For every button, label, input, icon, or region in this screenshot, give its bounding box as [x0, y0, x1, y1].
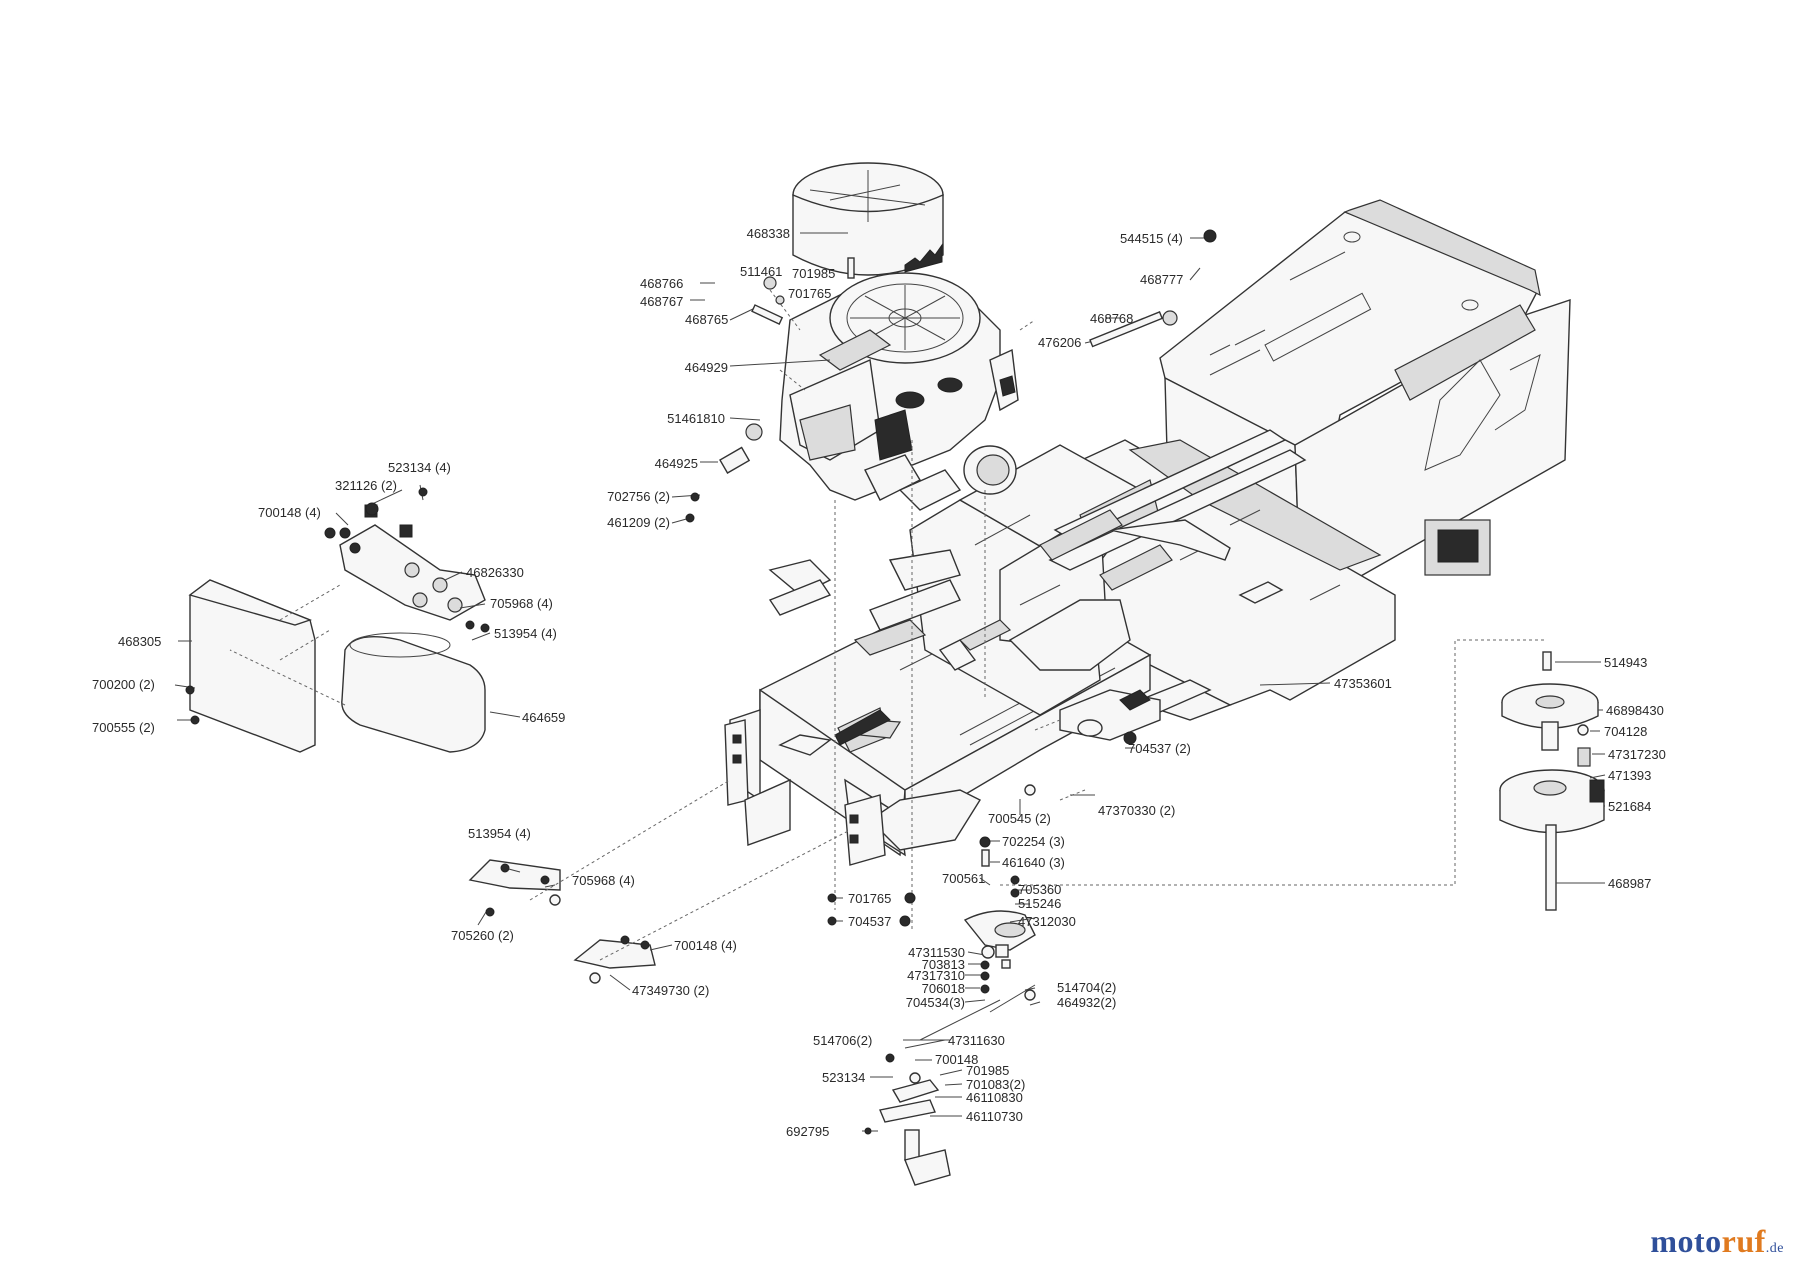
label-514943: 514943 [1604, 655, 1647, 670]
label-704537-2: 704537 (2) [1128, 741, 1191, 756]
label-47317230: 47317230 [1608, 747, 1666, 762]
label-47370330: 47370330 (2) [1098, 803, 1175, 818]
label-46110730: 46110730 [966, 1109, 1023, 1124]
label-47349730: 47349730 (2) [632, 983, 709, 998]
label-468777: 468777 [1140, 272, 1183, 287]
label-701765-top: 701765 [788, 286, 831, 301]
label-700200: 700200 (2) [92, 677, 155, 692]
label-704534: 704534(3) [906, 995, 965, 1010]
main-frame [724, 199, 1571, 866]
label-476206: 476206 [1038, 335, 1081, 350]
label-701083: 701083(2) [966, 1077, 1025, 1092]
label-513954-4-top: 513954 (4) [494, 626, 557, 641]
label-706018: 706018 [922, 981, 965, 996]
logo-part-moto: moto [1650, 1223, 1722, 1259]
watermark-logo: motoruf.de [1650, 1223, 1784, 1260]
fasteners [185, 229, 1217, 1135]
label-468767: 468767 [640, 294, 683, 309]
label-705360: 705360 [1018, 882, 1061, 897]
label-468338: 468338 [747, 226, 790, 241]
label-471393: 471393 [1608, 768, 1651, 783]
muffler-group [188, 504, 486, 753]
label-704128: 704128 [1604, 724, 1647, 739]
label-46898430: 46898430 [1606, 703, 1664, 718]
label-47353601: 47353601 [1334, 676, 1392, 691]
label-704537-mid: 704537 [848, 914, 891, 929]
label-513954-4-low: 513954 (4) [468, 826, 531, 841]
logo-tld: .de [1765, 1241, 1784, 1256]
label-701985-low: 701985 [966, 1063, 1009, 1078]
logo-part-ruf: ruf [1721, 1223, 1766, 1259]
label-515246: 515246 [1018, 896, 1061, 911]
label-703813: 703813 [922, 957, 965, 972]
label-701765-mid: 701765 [848, 891, 891, 906]
label-700148-4-low: 700148 (4) [674, 938, 737, 953]
label-705260: 705260 (2) [451, 928, 514, 943]
engine-assembly [779, 272, 1019, 511]
label-702756: 702756 (2) [607, 489, 670, 504]
label-523134-4: 523134 (4) [388, 460, 451, 475]
label-705968-4-low: 705968 (4) [572, 873, 635, 888]
label-468305: 468305 [118, 634, 161, 649]
label-468987: 468987 [1608, 876, 1651, 891]
assembly-lines [229, 289, 1545, 961]
label-521684: 521684 [1608, 799, 1651, 814]
label-468765: 468765 [685, 312, 728, 327]
label-692795: 692795 [786, 1124, 829, 1139]
lower-linkage [468, 859, 1036, 1186]
air-filter-cover [792, 162, 944, 276]
label-464925: 464925 [655, 456, 698, 471]
part-labels: 468338 544515 (4) 468777 511461 701985 4… [92, 226, 1666, 1139]
label-700561: 700561 [942, 871, 985, 886]
label-511461: 511461 [740, 264, 782, 279]
label-47311630: 47311630 [948, 1033, 1005, 1048]
label-47311530: 47311530 [908, 945, 965, 960]
label-51461810: 51461810 [667, 411, 725, 426]
label-514704: 514704(2) [1057, 980, 1116, 995]
label-468768: 468768 [1090, 311, 1133, 326]
label-701985-top: 701985 [792, 266, 835, 281]
label-46826330: 46826330 [466, 565, 524, 580]
label-464659: 464659 [522, 710, 565, 725]
label-705968-4-top: 705968 (4) [490, 596, 553, 611]
label-523134: 523134 [822, 1070, 865, 1085]
label-321126: 321126 (2) [335, 478, 397, 493]
label-468766: 468766 [640, 276, 683, 291]
label-47317310: 47317310 [907, 968, 965, 983]
label-464929: 464929 [685, 360, 728, 375]
label-700148-low: 700148 [935, 1052, 978, 1067]
label-544515: 544515 (4) [1120, 231, 1183, 246]
pto-clutch-group [1499, 651, 1605, 911]
label-514706: 514706(2) [813, 1033, 872, 1048]
label-46110830: 46110830 [966, 1090, 1023, 1105]
label-702254: 702254 (3) [1002, 834, 1065, 849]
label-461209: 461209 (2) [607, 515, 670, 530]
label-700148-4-top: 700148 (4) [258, 505, 321, 520]
label-700555: 700555 (2) [92, 720, 155, 735]
label-461640: 461640 (3) [1002, 855, 1065, 870]
label-464932: 464932(2) [1057, 995, 1116, 1010]
label-700545: 700545 (2) [988, 811, 1051, 826]
label-47312030: 47312030 [1018, 914, 1076, 929]
